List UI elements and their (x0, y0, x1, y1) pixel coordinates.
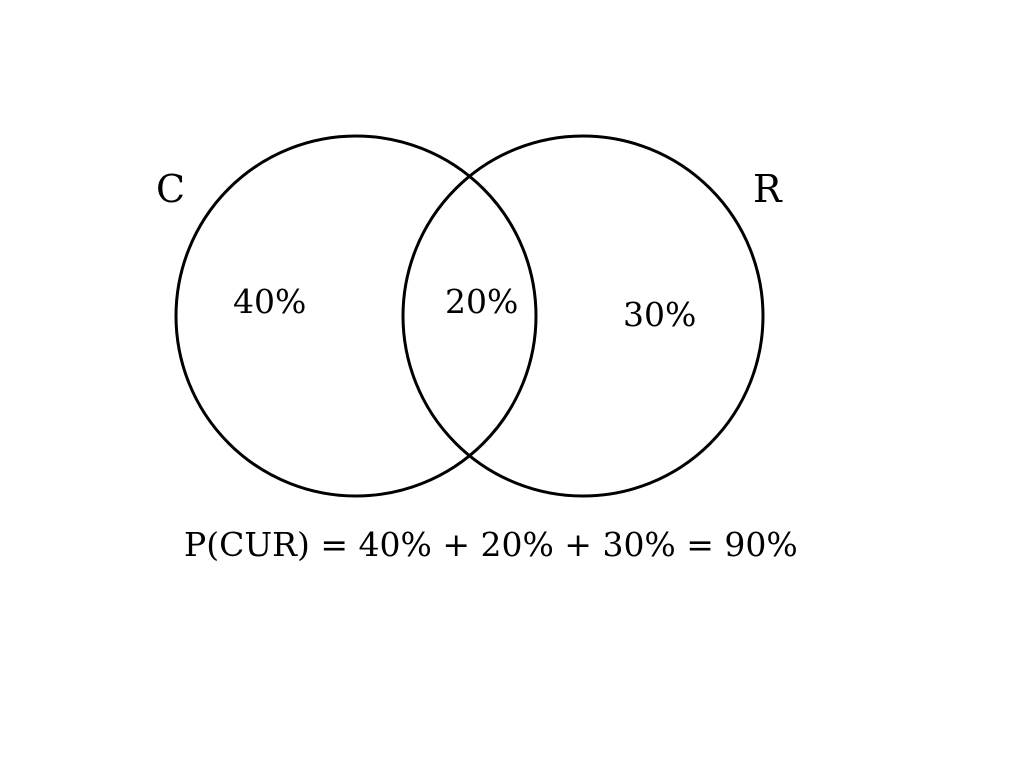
c-only-region-label: 40% (233, 282, 306, 321)
set-c-circle (174, 134, 538, 498)
union-probability-formula: P(CUR) = 40% + 20% + 30% = 90% (184, 525, 798, 564)
set-r-circle (401, 134, 765, 498)
r-only-region-label: 30% (623, 295, 696, 334)
set-r-label: R (753, 167, 783, 211)
set-c-label: C (156, 167, 185, 211)
intersection-region-label: 20% (445, 282, 518, 321)
